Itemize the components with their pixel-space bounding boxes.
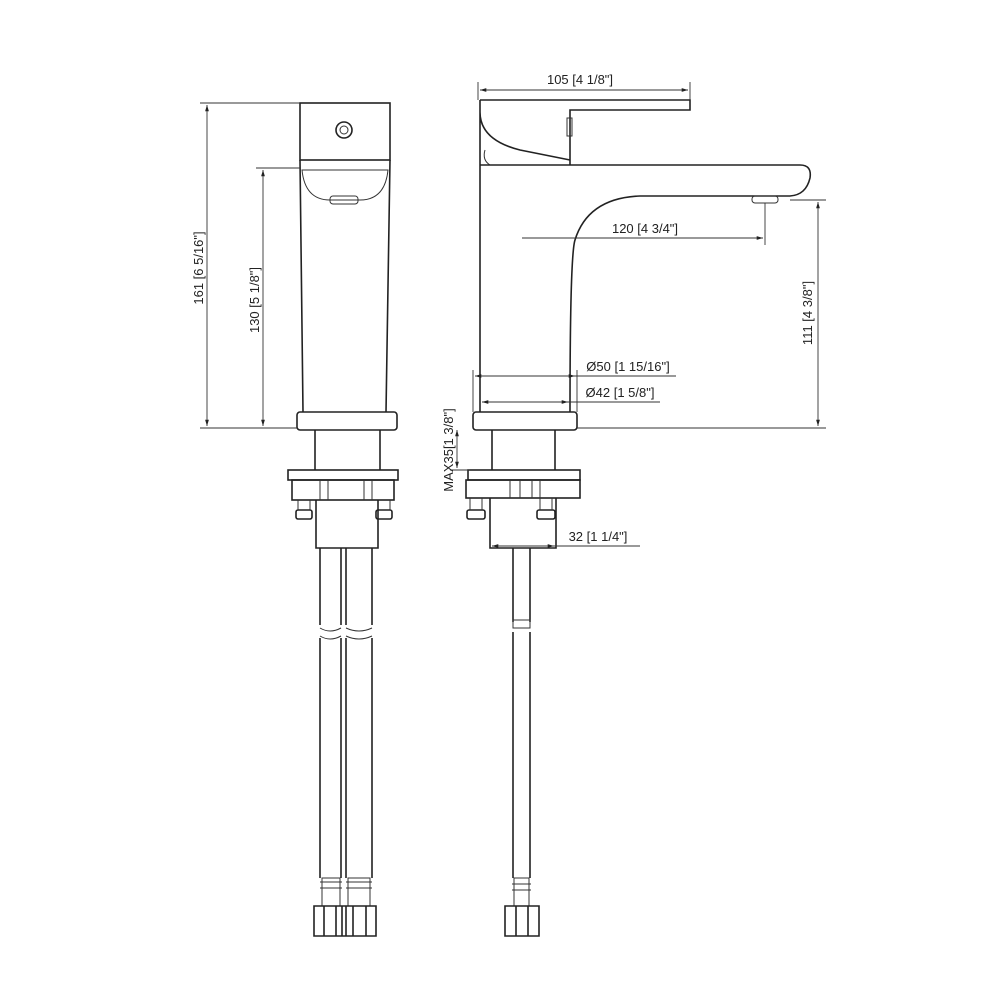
spout-underside: [301, 169, 389, 201]
spout: [480, 164, 812, 413]
dimension-120: 120 [4 3/4"]: [522, 203, 766, 245]
label-body-diameter: Ø42 [1 5/8"]: [586, 385, 655, 400]
label-overall-height: 161 [6 5/16"]: [191, 231, 206, 304]
nut-block-detail: [319, 480, 373, 500]
lower-shank-side: [489, 498, 557, 549]
dimension-diameter-50: Ø50 [1 15/16"]: [472, 359, 676, 412]
label-max-deck-thickness: MAX35[1 3/8"]: [441, 408, 456, 491]
label-shank-diameter: 32 [1 1/4"]: [569, 529, 628, 544]
base: [296, 411, 398, 431]
bolt-nut: [536, 509, 556, 520]
hose-ferrule: [320, 877, 372, 907]
extension-line: [577, 199, 826, 429]
handle-lever: [480, 99, 691, 165]
dimension-105: 105 [4 1/8"]: [477, 72, 691, 100]
label-spout-clearance: 111 [4 3/8"]: [800, 281, 815, 345]
mounting-plate-side: [467, 469, 581, 481]
lower-shank: [315, 500, 379, 549]
bolt-nut: [466, 509, 486, 520]
handle-screw-icon: [335, 121, 353, 139]
dimension-max35: MAX35[1 3/8"]: [441, 408, 470, 492]
bolt: [539, 498, 553, 510]
base-side: [472, 411, 578, 431]
hose-lower: [319, 638, 373, 878]
extension-line: [472, 370, 578, 412]
front-view: 161 [6 5/16"] 130 [5 1/8"]: [191, 102, 399, 937]
dimension-161: 161 [6 5/16"]: [191, 102, 300, 429]
extension-line: [477, 82, 691, 100]
bolt: [377, 500, 391, 510]
body: [299, 159, 391, 413]
side-view: 105 [4 1/8"] 120 [4 3/4"] 111 [4 3/8"] Ø…: [441, 72, 826, 937]
mounting-nut-block: [291, 479, 395, 501]
hose-connector-nut: [313, 905, 377, 937]
hose-break-mark: [512, 619, 531, 629]
bolt: [469, 498, 483, 510]
extension-line: [200, 102, 300, 429]
label-spout-height: 130 [5 1/8"]: [247, 267, 262, 333]
handle-block: [299, 102, 391, 161]
shank-side: [491, 430, 556, 470]
dimension-111: 111 [4 3/8"]: [577, 199, 826, 429]
label-spout-reach: 120 [4 3/4"]: [612, 221, 678, 236]
dimension-32: 32 [1 1/4"]: [492, 529, 640, 548]
nut-block-detail: [509, 480, 541, 498]
dimension-diameter-42: Ø42 [1 5/8"]: [482, 385, 660, 404]
bolt-nut: [375, 509, 393, 520]
bolt-nut: [295, 509, 313, 520]
hose-break-mark: [319, 627, 373, 640]
label-handle-length: 105 [4 1/8"]: [547, 72, 613, 87]
dimension-130: 130 [5 1/8"]: [247, 167, 300, 426]
shank: [314, 430, 381, 470]
label-base-diameter: Ø50 [1 15/16"]: [586, 359, 669, 374]
bolt: [297, 500, 311, 510]
hoses: [313, 548, 377, 937]
handle-body: [479, 100, 571, 165]
hose-ferrule: [512, 877, 531, 907]
hose-upper: [512, 548, 531, 622]
hose-side: [504, 548, 540, 937]
handle-detail: [483, 149, 491, 166]
hose-lower: [512, 632, 531, 878]
mounting-nut-block-side: [465, 479, 581, 499]
aerator: [329, 195, 359, 205]
handle-cap: [566, 117, 573, 137]
mounting-plate: [287, 469, 399, 481]
aerator-side: [751, 195, 779, 204]
handle-screw-inner: [339, 125, 349, 135]
hose-upper: [319, 548, 373, 625]
hose-connector-nut: [504, 905, 540, 937]
